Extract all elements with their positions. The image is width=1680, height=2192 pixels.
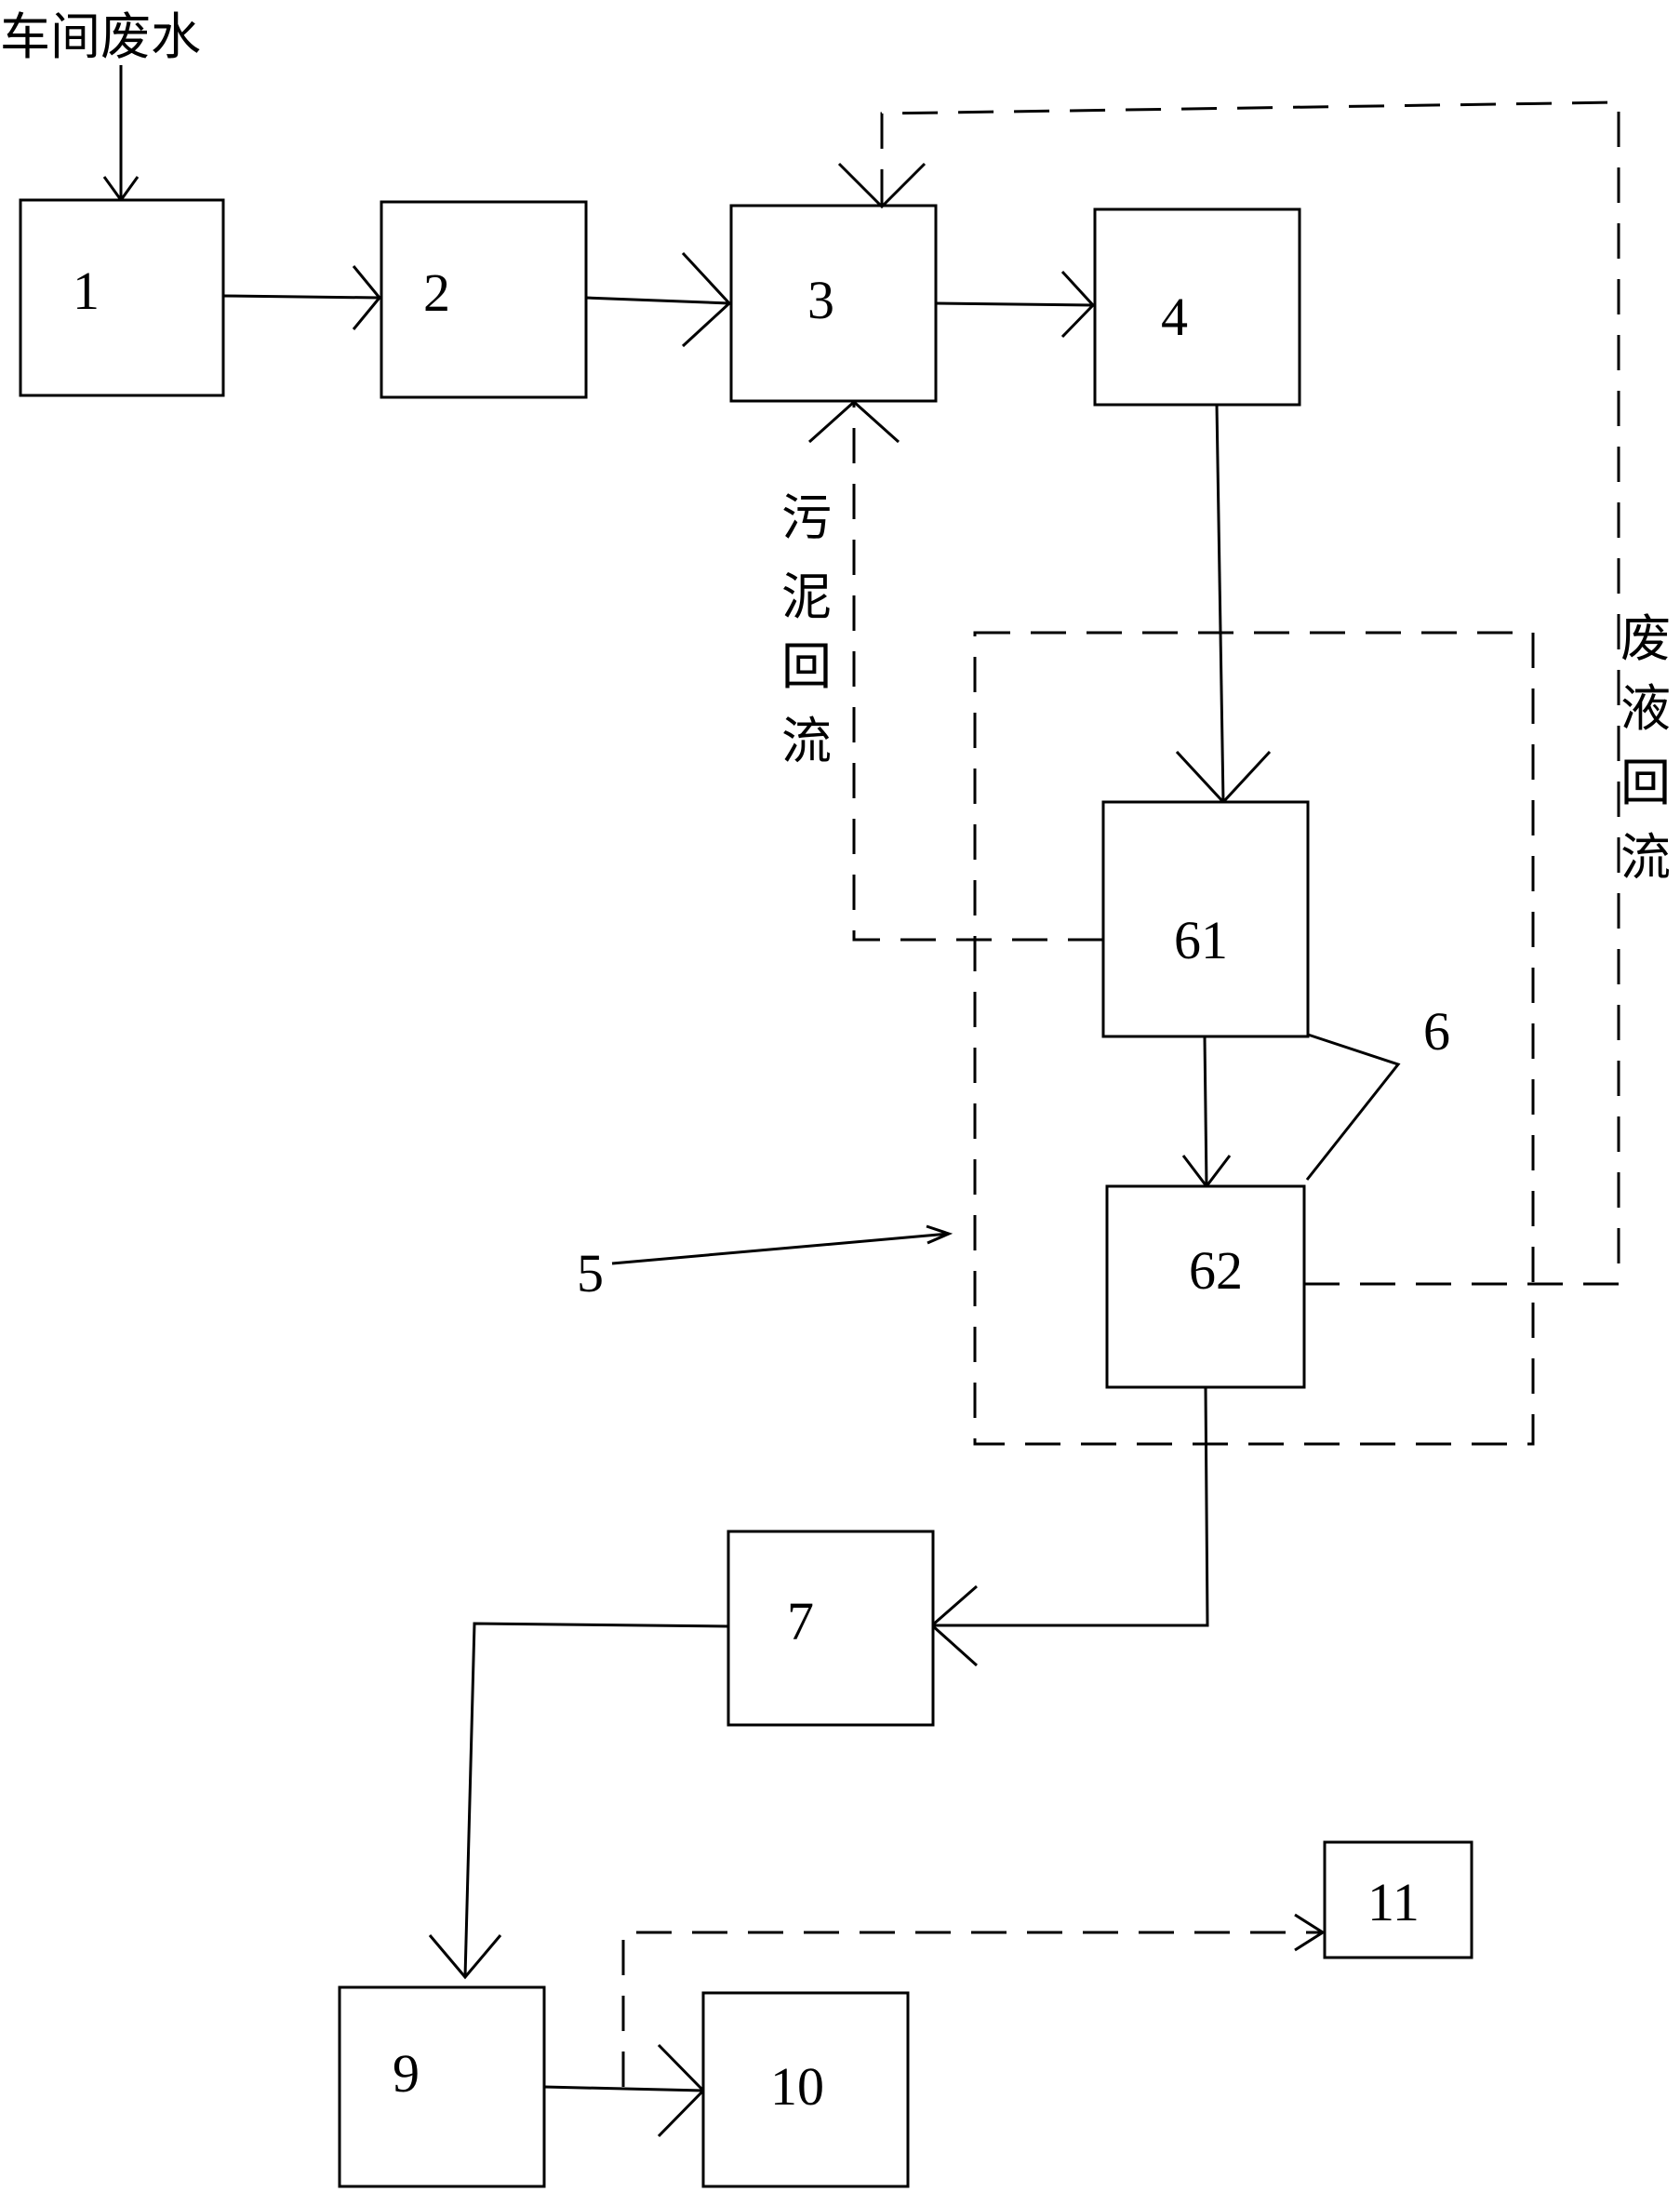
flow-3-4 <box>935 301 1094 307</box>
flow-1-2 <box>222 294 380 300</box>
svg-text:泥: 泥 <box>781 568 832 626</box>
flow-1-2-arrowhead <box>352 265 381 330</box>
box-61: 61 <box>1101 800 1310 1038</box>
group-5-outline <box>973 631 1535 1446</box>
svg-text:污: 污 <box>781 488 832 547</box>
box-10-label: 10 <box>770 2056 824 2117</box>
ref-5-arrowhead <box>926 1224 953 1245</box>
box-62: 62 <box>1105 1184 1306 1389</box>
flow-7-9-arrowhead <box>428 1934 502 1980</box>
box-1-label: 1 <box>73 261 100 321</box>
liquid-return-label: 废 液 回 流 <box>1620 609 1671 887</box>
svg-text:回: 回 <box>1620 754 1671 812</box>
flow-9-11-arrowhead <box>1294 1913 1326 1952</box>
svg-text:废: 废 <box>1620 609 1671 668</box>
svg-text:流: 流 <box>1620 828 1671 887</box>
sludge-return-label: 污 泥 回 流 <box>781 488 832 770</box>
box-10: 10 <box>701 1991 910 2188</box>
flow-9-10 <box>543 2085 704 2092</box>
box-7-label: 7 <box>787 1591 814 1651</box>
box-3-label: 3 <box>807 270 834 330</box>
inlet-label: 车间废水 <box>0 7 201 66</box>
svg-text:回: 回 <box>781 637 832 696</box>
box-1: 1 <box>19 198 225 397</box>
ref-5-leader <box>611 1232 950 1265</box>
box-61-label: 61 <box>1174 910 1228 970</box>
svg-text:流: 流 <box>781 712 832 770</box>
box-4: 4 <box>1093 207 1301 407</box>
sludge-return-arrowhead <box>807 399 900 444</box>
box-3: 3 <box>729 204 938 403</box>
liquid-return-arrowhead <box>837 162 927 209</box>
box-4-label: 4 <box>1161 287 1188 347</box>
flow-61-62 <box>1203 1036 1208 1187</box>
box-2: 2 <box>380 200 588 399</box>
box-7: 7 <box>727 1530 935 1727</box>
sludge-return-line <box>852 402 1103 942</box>
flow-7-9 <box>463 1622 729 1978</box>
box-9-label: 9 <box>393 2043 420 2104</box>
box-9: 9 <box>338 1985 546 2188</box>
flow-3-4-arrowhead <box>1060 270 1096 339</box>
ref-6-leader <box>1305 1033 1401 1181</box>
box-2-label: 2 <box>423 262 450 323</box>
flow-2-3 <box>585 296 730 305</box>
liquid-return-line <box>880 100 1620 1286</box>
ref-5-label: 5 <box>577 1243 604 1303</box>
box-62-label: 62 <box>1189 1240 1243 1301</box>
box-11: 11 <box>1323 1840 1473 1959</box>
flow-4-61 <box>1215 404 1225 803</box>
flow-2-3-arrowhead <box>681 251 732 348</box>
svg-text:液: 液 <box>1620 679 1671 738</box>
ref-6-label: 6 <box>1423 1001 1450 1062</box>
box-11-label: 11 <box>1367 1872 1420 1932</box>
flow-9-11-dashed <box>621 1931 1323 2087</box>
flow-62-7 <box>932 1386 1209 1627</box>
